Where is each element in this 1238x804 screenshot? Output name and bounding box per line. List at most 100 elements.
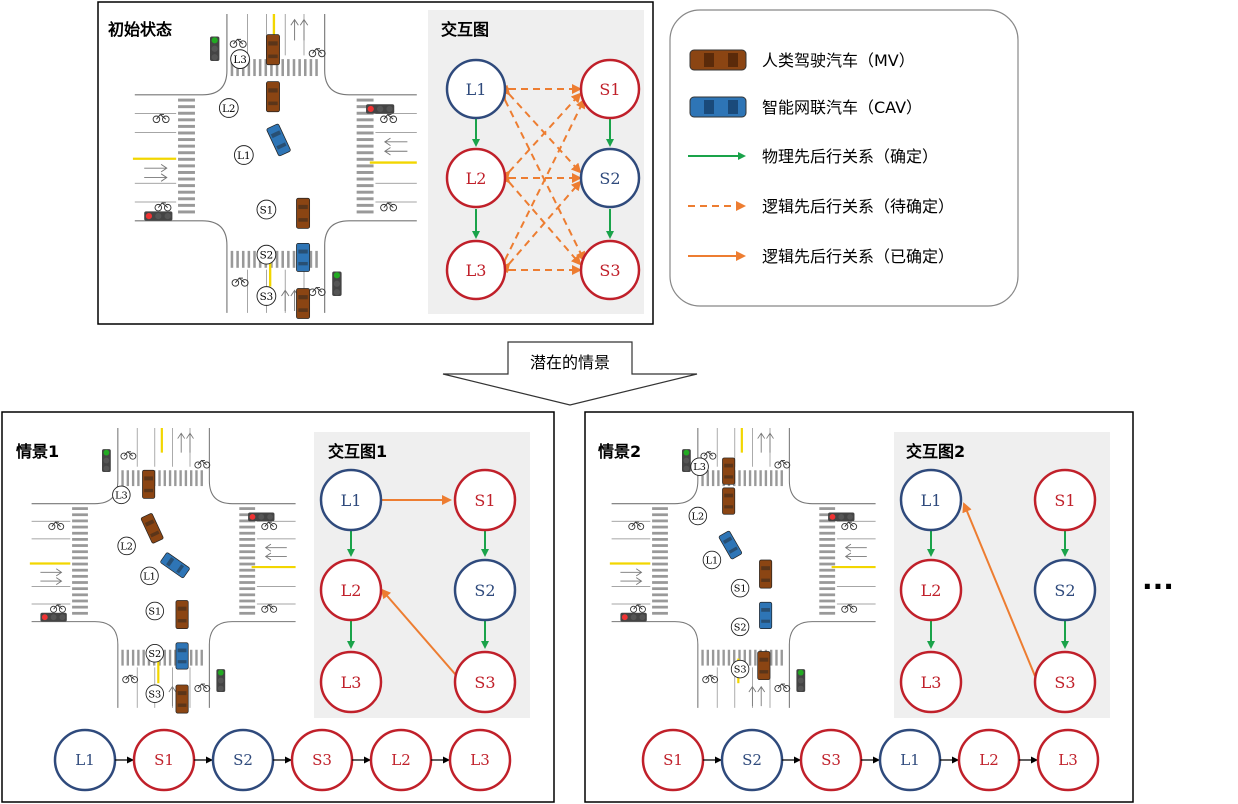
node-S2-label: S2: [599, 169, 620, 188]
bicycle-icon: [152, 113, 170, 124]
graph-node-S3: [1033, 650, 1097, 714]
lane-marker-S3-label: S3: [734, 665, 747, 676]
lane-marker-S1-label: S1: [148, 607, 161, 618]
graph-node-L1: [899, 468, 963, 532]
lane-marker-L2-label: L2: [222, 103, 235, 115]
mv-car-icon: [722, 487, 736, 515]
traffic-light-icon: [796, 669, 806, 692]
lane-marker-S1-label: S1: [734, 584, 747, 595]
cav-car-icon: [160, 552, 190, 579]
scenario2-title: 情景2: [598, 442, 641, 461]
bicycle-icon: [630, 604, 646, 613]
graph-node-L1-label: L1: [921, 491, 942, 510]
cav-car-icon: [718, 530, 743, 560]
traffic-light-icon: [102, 449, 111, 472]
cav-car-icon: [296, 242, 311, 272]
sequence-node-S2-label: S2: [233, 751, 253, 769]
more-scenarios-ellipsis: ···: [1142, 570, 1174, 603]
bicycle-icon: [308, 48, 326, 58]
bicycle-icon: [841, 521, 858, 531]
lane-marker-L2-label: L2: [692, 512, 705, 523]
node-L3-label: L3: [466, 261, 487, 280]
graph-node-L2: [899, 558, 963, 622]
node-L2: [445, 147, 507, 209]
lane-marker-S2: [256, 244, 277, 265]
potential-scenarios-arrow: 潜在的情景: [442, 341, 698, 406]
node-S3-label: S3: [599, 261, 620, 280]
scenario1-title: 情景1: [16, 442, 59, 461]
initial-state-title: 初始状态: [108, 20, 172, 39]
graph1-confirmed-relations: [380, 495, 463, 683]
mv-car-icon: [296, 288, 311, 319]
graph-node-S2-label: S2: [1054, 581, 1075, 600]
node-L1-label: L1: [466, 80, 487, 99]
node-S1: [579, 58, 641, 120]
bicycle-icon: [48, 521, 65, 531]
graph-node-S3-label: S3: [1054, 673, 1075, 692]
graph-node-S1-label: S1: [474, 491, 495, 510]
sequence-node-S3-label: S3: [312, 751, 332, 769]
bicycle-icon: [380, 202, 398, 212]
traffic-light-icon: [144, 211, 173, 221]
bicycle-icon: [380, 113, 398, 124]
graph1-physical-relations: [347, 531, 489, 649]
lane-marker-S2-label: S2: [260, 249, 274, 261]
sequence-node-L2-label: L2: [979, 751, 999, 769]
graph2-physical-relations: [927, 531, 1069, 649]
node-S1-label: S1: [599, 80, 620, 99]
legend-physical-label: 物理先后行关系（确定）: [762, 147, 938, 166]
sequence-node-L1-label: L1: [75, 751, 95, 769]
top-nodes: L1 L2 L3 S1 S2 S3: [445, 58, 641, 301]
lane-marker-S2: [730, 617, 750, 637]
lane-marker-L3: [112, 485, 131, 505]
legend-mv-label: 人类驾驶汽车（MV）: [762, 51, 915, 70]
legend-mv-car-icon: [689, 49, 747, 71]
mv-car-icon: [266, 81, 280, 113]
legend-cav-car-icon: [689, 96, 747, 118]
graph-node-S2: [1033, 558, 1097, 622]
mv-car-icon: [140, 513, 164, 544]
traffic-light-icon: [366, 104, 395, 114]
node-S2: [579, 147, 641, 209]
physical-relations-top: [472, 119, 614, 239]
lane-marker-S3-label: S3: [260, 291, 274, 303]
graph-node-L1-label: L1: [341, 491, 362, 510]
bicycle-icon: [194, 683, 211, 692]
legend-pending-label: 逻辑先后行关系（待确定）: [762, 197, 954, 216]
graph-node-L3: [899, 650, 963, 714]
lane-marker-S3: [256, 286, 277, 306]
lane-marker-L3-label: L3: [115, 490, 128, 501]
interaction-graph1-title: 交互图1: [328, 442, 387, 461]
lane-marker-L1-label: L1: [237, 150, 250, 162]
traffic-light-icon: [828, 512, 855, 522]
sequence-node-L1-label: L1: [900, 751, 920, 769]
traffic-light-icon: [210, 36, 220, 62]
sequence-node-S1-label: S1: [663, 751, 683, 769]
lane-marker-S1: [256, 199, 277, 220]
graph-node-S3-label: S3: [474, 673, 495, 692]
lane-marker-S3: [145, 684, 165, 703]
lane-marker-L3: [230, 49, 250, 69]
lane-marker-S1: [730, 578, 750, 598]
lane-marker-S3: [730, 659, 750, 679]
mv-car-icon: [266, 34, 280, 66]
bicycle-icon: [194, 459, 211, 469]
lane-marker-L1-label: L1: [706, 556, 719, 567]
legend-cav-label: 智能网联汽车（CAV）: [762, 98, 922, 117]
graph-node-S2-label: S2: [474, 581, 495, 600]
bicycle-icon: [154, 202, 172, 212]
legend-confirmed-label: 逻辑先后行关系（已确定）: [762, 247, 954, 266]
lane-marker-L3: [690, 457, 709, 476]
pending-relations: [496, 84, 585, 275]
graph-node-L3: [319, 650, 383, 714]
sequence-node-L3-label: L3: [470, 751, 490, 769]
graph-node-S3: [453, 650, 517, 714]
traffic-light-icon: [620, 612, 647, 622]
node-L1: [445, 58, 507, 120]
graph-node-L2-label: L2: [341, 581, 362, 600]
